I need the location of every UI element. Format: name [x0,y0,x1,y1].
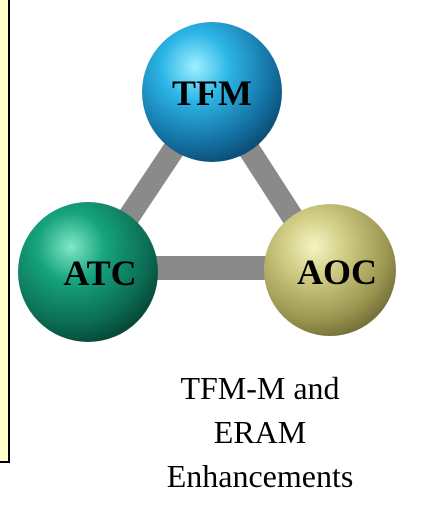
node-tfm-sphere [142,22,282,162]
note-panel [0,0,10,463]
tfm-atc-aoc-diagram: TFM ATC AOC [18,22,396,342]
caption-line-1: TFM-M and [180,370,340,406]
node-atc-sphere [18,202,158,342]
node-tfm-label: TFM [172,73,252,113]
caption-line-2: ERAM [213,414,307,450]
node-aoc: AOC [264,204,396,336]
diagram-caption: TFM-M and ERAM Enhancements [100,366,420,498]
node-atc: ATC [18,202,158,342]
node-aoc-sphere [264,204,396,336]
node-atc-label: ATC [63,253,136,293]
caption-line-3: Enhancements [166,458,354,494]
node-tfm: TFM [142,22,282,162]
node-aoc-label: AOC [297,252,377,292]
